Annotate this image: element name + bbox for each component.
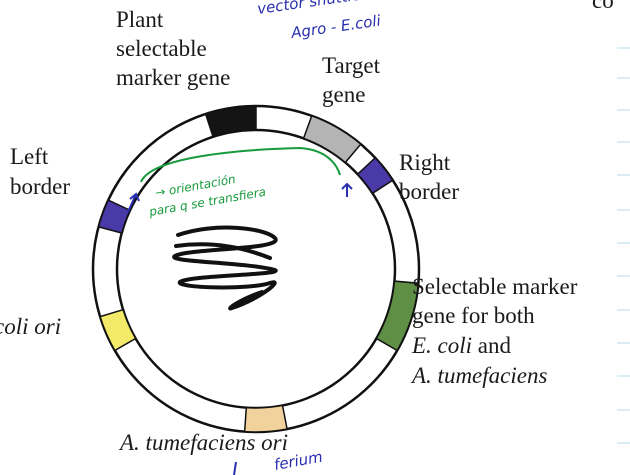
plasmid-ring-inner <box>115 128 397 410</box>
segment-target-gene <box>302 114 362 164</box>
label-atum: A. tumefaciens <box>410 363 547 388</box>
label-ecoli-ori: coli ori <box>0 314 61 339</box>
segment-left-border <box>97 199 132 234</box>
label-atum-ori: A. tumefaciens ori <box>118 430 288 455</box>
plasmid-ring-outer <box>91 104 421 434</box>
scribble-scratch <box>172 225 278 311</box>
handwriting-bottom-mark <box>233 461 237 475</box>
segment-plant-marker <box>204 105 257 138</box>
segment-selectable-both <box>375 280 420 352</box>
label-target-gene: Target gene <box>322 53 386 107</box>
segment-ecoli-ori <box>99 308 137 352</box>
notebook-lines <box>617 47 630 444</box>
label-plant-marker: Plant selectable marker gene <box>116 7 230 90</box>
label-right-border: Right border <box>399 150 459 204</box>
label-ecoli-and: E. coli and <box>411 333 512 358</box>
handwriting-top-1: vector shuttle <box>256 0 362 18</box>
handwriting-top-2: Agro - E.coli <box>289 11 383 42</box>
label-selectable-both: Selectable marker gene for both <box>412 274 583 328</box>
arrow-left-border <box>127 192 140 213</box>
segment-right-border <box>356 156 394 195</box>
handwriting-top-right: co <box>592 0 614 13</box>
tdna-bracket <box>140 146 341 183</box>
arrow-right-border <box>341 182 353 197</box>
segment-atum-ori <box>243 404 288 433</box>
label-left-border: Left border <box>10 144 70 199</box>
